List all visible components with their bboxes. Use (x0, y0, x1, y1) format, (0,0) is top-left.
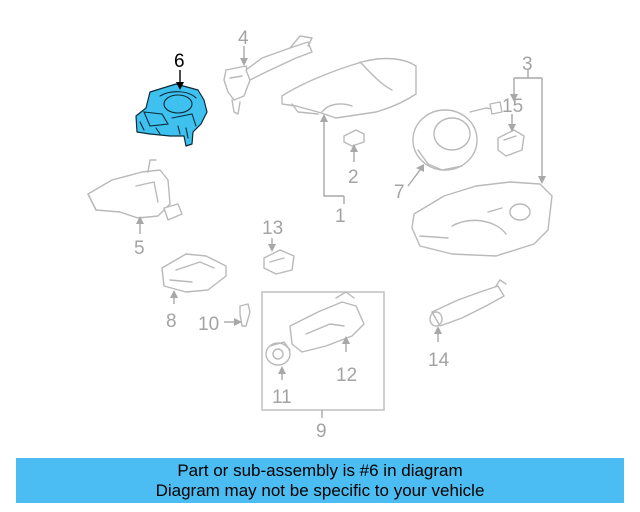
part-11-lock-cylinder (265, 341, 291, 366)
callout-6: 6 (174, 51, 185, 72)
banner-line-2: Diagram may not be specific to your vehi… (155, 480, 485, 500)
callout-11: 11 (272, 387, 292, 408)
callout-14: 14 (428, 350, 450, 371)
part-steering-column-shroud-lower (411, 181, 553, 257)
part-12-ignition-housing (289, 291, 365, 353)
callout-5: 5 (134, 238, 145, 259)
callout-9: 9 (316, 421, 327, 442)
callout-1: 1 (335, 206, 346, 227)
part-8-module (161, 253, 227, 293)
part-5-turn-signal-switch (87, 159, 183, 221)
part-15-connector (497, 129, 525, 157)
callout-8: 8 (166, 311, 177, 332)
part-10-screw (239, 303, 251, 327)
callout-2: 2 (348, 167, 359, 188)
banner-line-1: Part or sub-assembly is #6 in diagram (177, 460, 463, 480)
part-4-wiper-switch (223, 35, 313, 115)
callout-4: 4 (238, 28, 249, 49)
callout-15: 15 (502, 96, 523, 117)
callout-10: 10 (198, 314, 219, 335)
callout-3: 3 (522, 54, 533, 75)
callout-13: 13 (262, 218, 283, 239)
part-14-lock-actuator (429, 279, 507, 327)
info-banner: Part or sub-assembly is #6 in diagram Di… (16, 458, 624, 503)
part-2-clip (343, 129, 365, 147)
callout-12: 12 (336, 365, 357, 386)
part-steering-column-shroud-upper (281, 57, 417, 119)
part-13-bracket (263, 249, 295, 275)
parts-diagram: 6 4 2 1 7 15 (87, 28, 553, 442)
part-6-switch-assembly-highlighted[interactable] (135, 83, 208, 147)
part-9-assembly-box (261, 291, 385, 411)
part-7-clockspring (412, 101, 503, 171)
callout-7: 7 (394, 182, 405, 203)
